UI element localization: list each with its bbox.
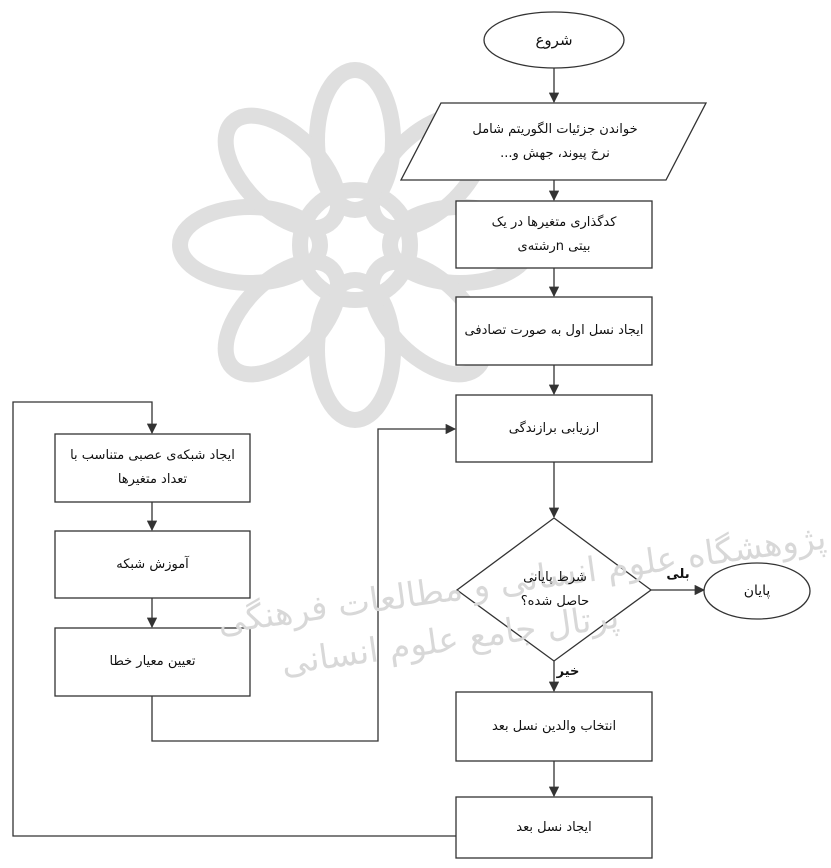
end-label: پایان bbox=[743, 583, 771, 599]
to-fitness-edge bbox=[151, 423, 457, 742]
next-gen-label: ایجاد نسل بعد bbox=[516, 819, 592, 835]
fitness-label: ارزیابی برازندگی bbox=[508, 420, 600, 436]
termination-label: شرط پایانی حاصل شده؟ bbox=[520, 570, 590, 609]
yes-label: بلی bbox=[666, 567, 690, 582]
read-params-label: خواندن جزئیات الگوریتم شامل نرخ پیوند، ج… bbox=[472, 122, 638, 161]
next-gen-process bbox=[455, 796, 653, 859]
encode-label: کدگذاری متغیرها در یک بیتی nرشته‌ی bbox=[491, 215, 617, 254]
end-terminal bbox=[703, 562, 811, 620]
create-nn-process bbox=[54, 433, 251, 503]
no-label: خیر bbox=[556, 664, 580, 679]
loop-edge bbox=[12, 401, 456, 837]
watermark-rosette bbox=[172, 62, 538, 428]
create-nn-label: ایجاد شبکه‌ی عصبی متناسب با تعداد متغیره… bbox=[70, 448, 235, 487]
train-net-process bbox=[54, 530, 251, 599]
init-pop-process bbox=[455, 296, 653, 366]
start-label: شروع bbox=[535, 31, 573, 49]
read-params-io bbox=[399, 102, 708, 181]
init-pop-label: ایجاد نسل اول به صورت تصادفی bbox=[464, 323, 644, 338]
train-net-label: آموزش شبکه bbox=[116, 556, 189, 572]
select-parents-label: انتخاب والدین نسل بعد bbox=[491, 718, 617, 734]
encode-process bbox=[455, 200, 653, 269]
error-metric-label: تعیین معیار خطا bbox=[109, 654, 196, 669]
